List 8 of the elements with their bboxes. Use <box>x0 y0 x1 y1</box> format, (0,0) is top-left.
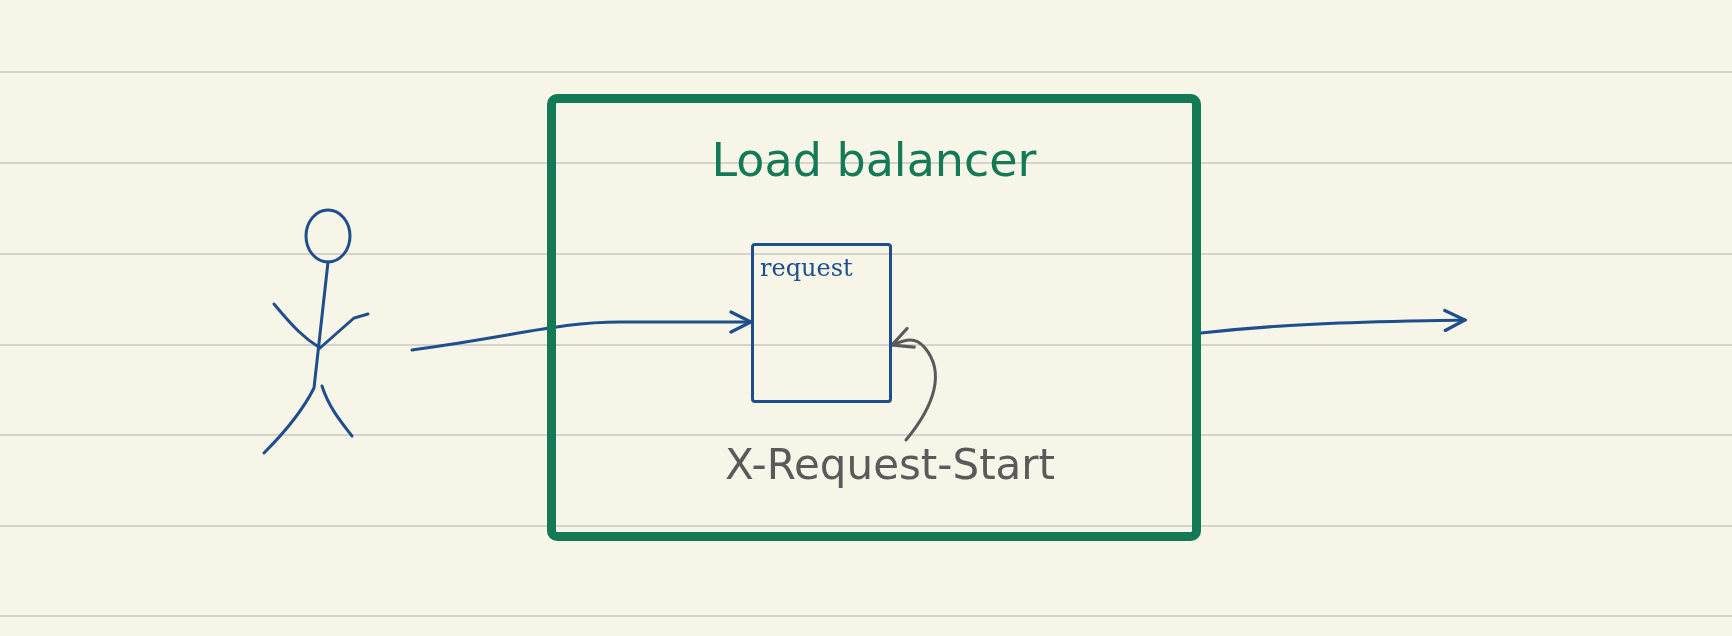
box-label: request <box>760 254 854 282</box>
arrow <box>890 326 937 442</box>
arrow <box>410 310 753 352</box>
arrow <box>1199 308 1467 335</box>
request-box <box>751 243 892 403</box>
load-balancer-box <box>547 94 1201 541</box>
header-label: X-Request-Start <box>640 440 1140 498</box>
box-title: Load balancer <box>710 133 1038 187</box>
